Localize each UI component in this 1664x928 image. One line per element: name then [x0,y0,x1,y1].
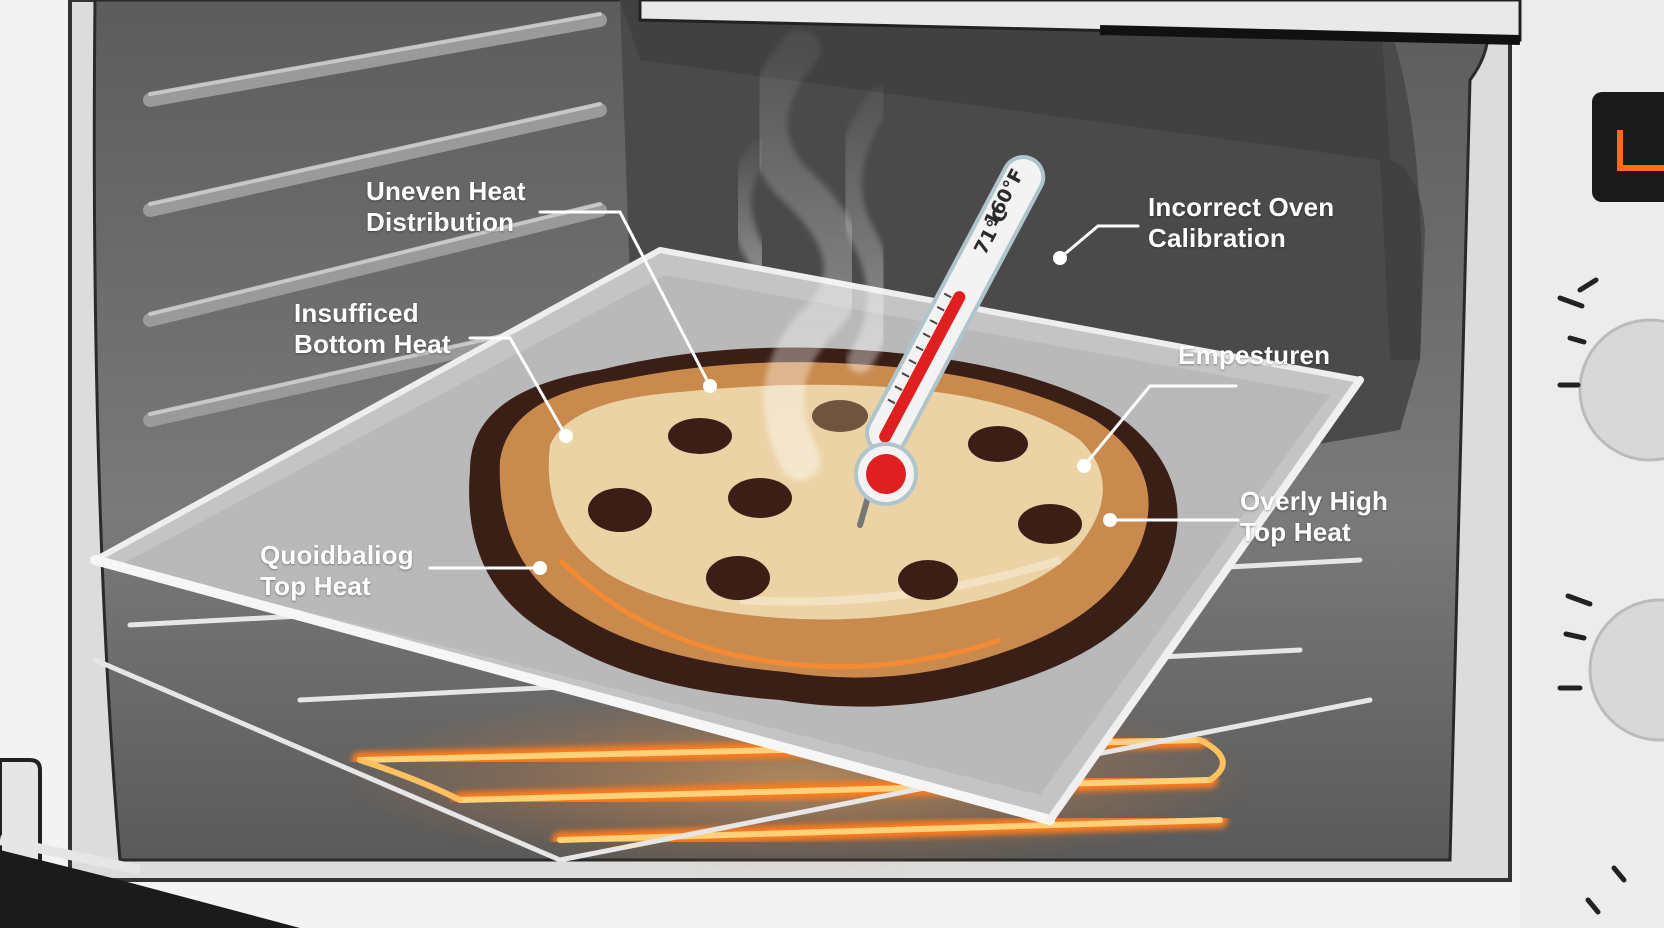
callout-insufficient-bottom-heat: Insufficed Bottom Heat [294,298,451,360]
callout-incorrect-calibration-line-2: Calibration [1148,223,1286,253]
callout-leaders [428,210,1240,570]
cookie [469,347,1178,707]
callout-low-top-heat: Quoidbaliog Top Heat [260,540,414,602]
callout-uneven-heat-line-2: Distribution [366,207,515,237]
callout-insufficient-bottom-line-2: Bottom Heat [294,329,451,359]
steam [729,30,893,480]
callout-overly-high-top-line-2: Top Heat [1240,517,1351,547]
callout-low-top-line-2: Top Heat [260,571,371,601]
callout-low-top-line-1: Quoidbaliog [260,540,414,570]
chocolate-chips [588,400,1082,600]
callout-incorrect-oven-calibration: Incorrect Oven Calibration [1148,192,1334,254]
callout-incorrect-calibration-line-1: Incorrect Oven [1148,192,1335,222]
callout-insufficient-bottom-line-1: Insufficed [294,298,419,328]
door-base [0,850,300,928]
control-knobs [1557,277,1664,915]
callout-temperature: Empesturen [1178,340,1330,371]
callout-dots [533,251,1117,575]
callout-overly-high-top-line-1: Overly High [1240,486,1389,516]
callout-overly-high-top-heat: Overly High Top Heat [1240,486,1388,548]
callout-temperature-line-1: Empesturen [1178,340,1331,370]
oven-display [1592,92,1664,202]
callout-uneven-heat-line-1: Uneven Heat [366,176,526,206]
callout-uneven-heat-distribution: Uneven Heat Distribution [366,176,526,238]
thermometer: 160°F 71°C [854,155,1046,528]
